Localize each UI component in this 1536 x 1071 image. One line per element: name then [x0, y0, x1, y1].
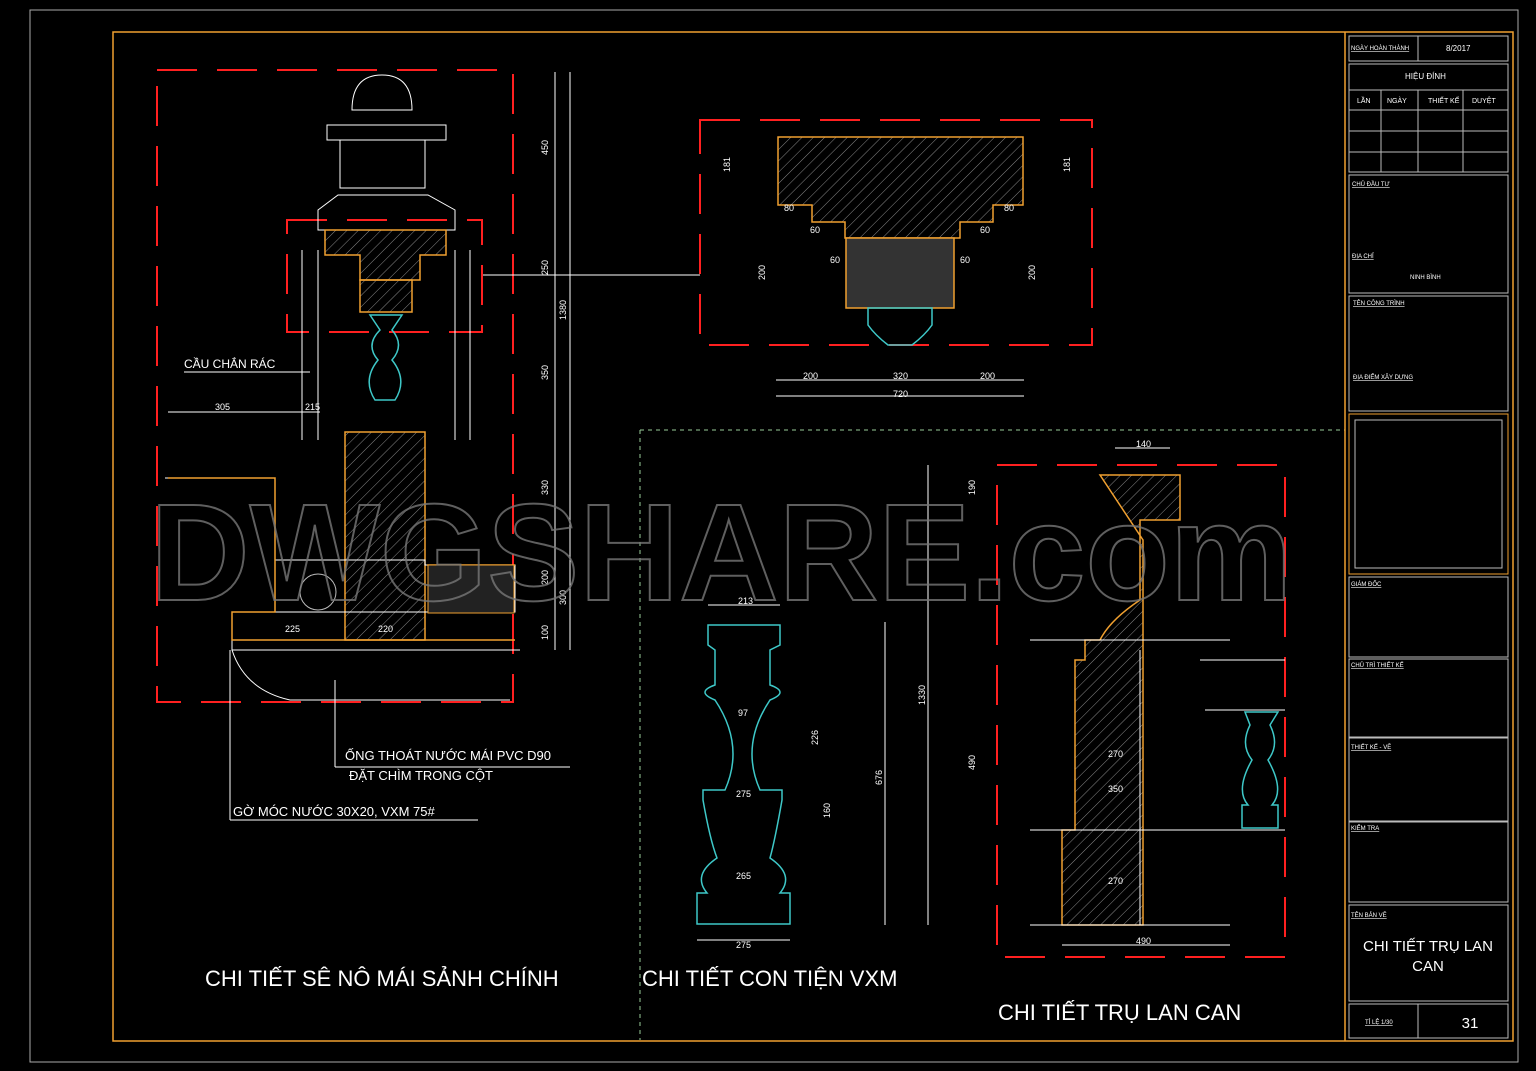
dim: 200 [540, 570, 550, 585]
cap-detail: 200 320 200 720 181 181 80 80 60 60 60 6… [483, 119, 1093, 399]
completion-date: 8/2017 [1446, 44, 1471, 53]
dim: 200 [757, 265, 767, 280]
dim: 490 [967, 755, 977, 770]
dim: 275 [736, 940, 751, 950]
dim: 220 [378, 624, 393, 634]
rev-col: DUYỆT [1472, 96, 1496, 105]
sheet-name-label: TÊN BẢN VẼ [1351, 911, 1387, 919]
dim: 490 [1136, 936, 1151, 946]
sheet-name: CHI TIẾT TRỤ LAN [1363, 938, 1493, 955]
sheet-name-2: CAN [1412, 958, 1444, 975]
dim: 270 [1108, 876, 1123, 886]
dim: 181 [1062, 157, 1072, 172]
outer-frame [29, 9, 1519, 1063]
dim: 200 [980, 371, 995, 381]
dim: 350 [540, 365, 550, 380]
dim: 60 [810, 225, 820, 235]
dim: 100 [540, 625, 550, 640]
checker-label: KIỂM TRA [1351, 825, 1379, 832]
annotation-pipe-2: ĐẶT CHÌM TRONG CỘT [349, 768, 493, 783]
director-label: GIÁM ĐỐC [1351, 581, 1382, 588]
watermark: DWGSHARE.com [150, 476, 1292, 630]
dim: 60 [830, 255, 840, 265]
project-label: TÊN CÔNG TRÌNH [1353, 299, 1405, 307]
dim: 265 [736, 871, 751, 881]
dim: 200 [1027, 265, 1037, 280]
annotation-trash-guard: CẦU CHẮN RÁC [184, 356, 276, 371]
dim: 215 [305, 402, 320, 412]
dim: 97 [738, 708, 748, 718]
drawing-title-baluster: CHI TIẾT CON TIỆN VXM [642, 966, 897, 991]
dim: 450 [540, 140, 550, 155]
dim: 275 [736, 789, 751, 799]
dim: 676 [874, 770, 884, 785]
dim: 200 [803, 371, 818, 381]
address-label: ĐỊA CHỈ [1352, 253, 1374, 260]
dim: 270 [1108, 749, 1123, 759]
dim: 140 [1136, 439, 1151, 449]
lead-designer-label: CHỦ TRÌ THIẾT KẾ [1351, 662, 1404, 669]
dim: 213 [738, 596, 753, 606]
dim: 250 [540, 260, 550, 275]
dim: 80 [1004, 203, 1014, 213]
dim: 225 [285, 624, 300, 634]
rev-col: NGÀY [1387, 96, 1407, 105]
completion-date-label: NGÀY HOÀN THÀNH [1351, 45, 1409, 52]
drawing-title-gutter: CHI TIẾT SÊ NÔ MÁI SẢNH CHÍNH [205, 966, 559, 991]
dim: 720 [893, 389, 908, 399]
designer-label: THIẾT KẾ - VẼ [1351, 744, 1391, 751]
dim: 300 [558, 590, 568, 605]
address-value: NINH BÌNH [1410, 274, 1441, 281]
revision-heading: HIỆU ĐÍNH [1405, 72, 1446, 81]
annotation-pipe: ỐNG THOÁT NƯỚC MÁI PVC D90 [345, 748, 551, 763]
dim: 181 [722, 157, 732, 172]
dim: 160 [822, 803, 832, 818]
dim: 60 [960, 255, 970, 265]
investor-label: CHỦ ĐẦU TƯ [1352, 181, 1390, 188]
location-label: ĐỊA ĐIỂM XÂY DỰNG [1353, 374, 1413, 381]
rev-col: LẦN [1357, 95, 1371, 105]
column-detail: 140 190 1330 490 270 350 270 490 [917, 439, 1286, 958]
sheet-number: 31 [1462, 1015, 1479, 1032]
dim: 190 [967, 480, 977, 495]
annotation-drip: GỜ MÓC NƯỚC 30X20, VXM 75# [233, 804, 436, 819]
dim: 350 [1108, 784, 1123, 794]
dim: 320 [893, 371, 908, 381]
scale-label: TỈ LỆ 1/30 [1365, 1018, 1393, 1026]
dim: 80 [784, 203, 794, 213]
dim: 330 [540, 480, 550, 495]
drawing-frame [112, 31, 1514, 1042]
drawing-title-column: CHI TIẾT TRỤ LAN CAN [998, 1000, 1241, 1025]
gutter-detail: 450 250 1380 350 330 300 200 100 305 215… [156, 69, 571, 821]
title-block: NGÀY HOÀN THÀNH 8/2017 HIỆU ĐÍNH LẦN NGÀ… [1344, 32, 1509, 1041]
rev-col: THIẾT KẾ [1428, 95, 1460, 105]
dim: 1330 [917, 685, 927, 705]
baluster-detail: 213 97 275 265 275 676 226 160 [696, 596, 886, 950]
dim: 1380 [558, 300, 568, 320]
dim: 60 [980, 225, 990, 235]
dim: 305 [215, 402, 230, 412]
dim: 226 [810, 730, 820, 745]
